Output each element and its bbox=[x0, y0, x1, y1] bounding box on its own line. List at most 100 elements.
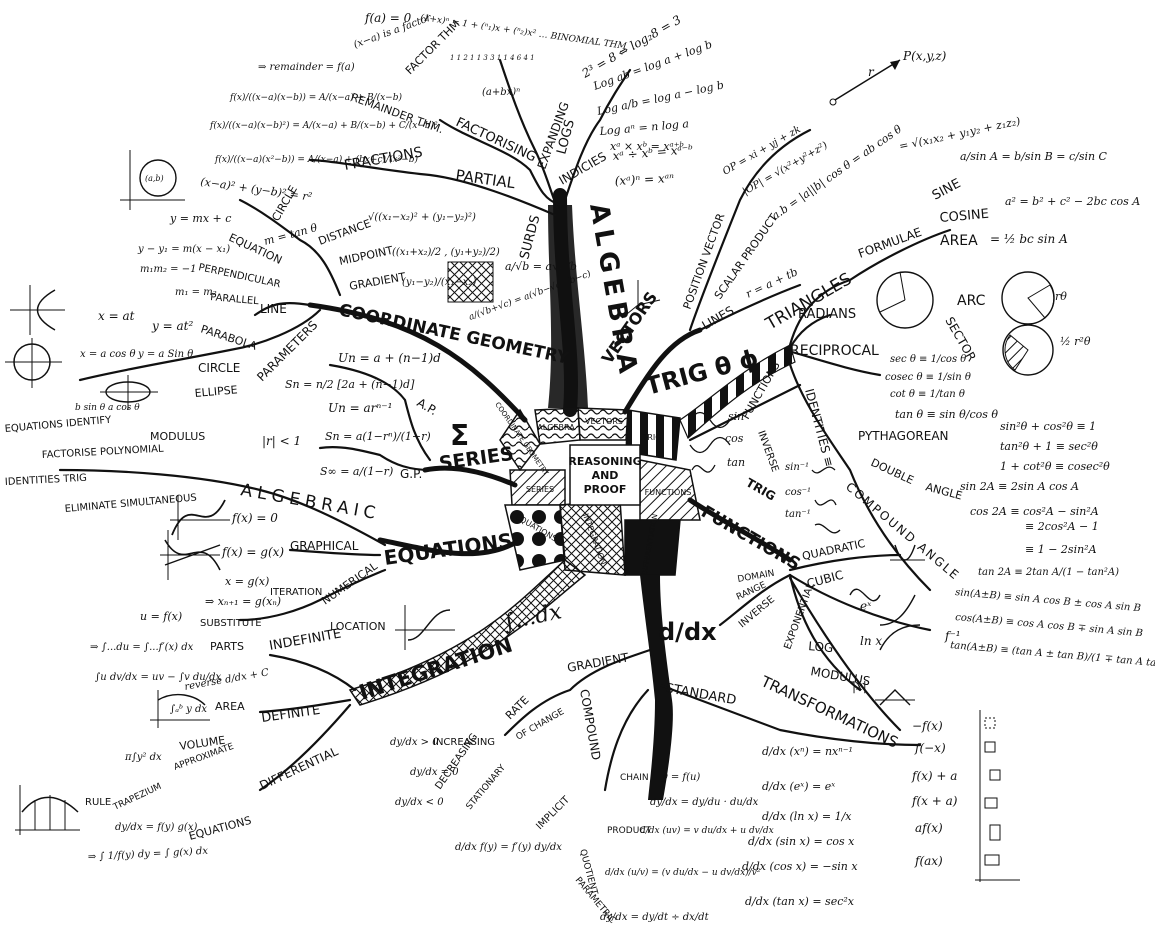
product-formula: d/dx (uv) = v du/dx + u dv/dx bbox=[640, 825, 774, 836]
graphical-label: GRAPHICAL bbox=[290, 539, 359, 553]
standard-label: STANDARD bbox=[664, 681, 737, 708]
piece-label-functions: FUNCTIONS bbox=[645, 488, 692, 497]
pythagorean-label: PYTHAGOREAN bbox=[858, 429, 949, 443]
parallel-rule: m₁ = m₂ bbox=[175, 287, 217, 298]
transformations-label: TRANSFORMATIONS bbox=[757, 672, 901, 752]
id-formula-1: tan θ ≡ sin θ/cos θ bbox=[895, 408, 998, 421]
piece-label-series: SERIES bbox=[526, 485, 554, 494]
parabola-sketch bbox=[10, 285, 65, 335]
log-law-3: Log aⁿ = n log a bbox=[598, 117, 689, 138]
da-formula-2: cos 2A ≡ cos²A − sin²A bbox=[970, 505, 1099, 518]
cos-label: cos bbox=[725, 432, 744, 445]
definite-label: DEFINITE bbox=[260, 703, 321, 726]
gp-formula-1: Un = arⁿ⁻¹ bbox=[328, 401, 392, 415]
inverse-trig-label: INVERSE bbox=[755, 429, 780, 473]
arc-formula: rθ bbox=[1055, 290, 1067, 303]
tr-6: f(ax) bbox=[914, 854, 943, 868]
std-formula-6: d/dx (tan x) = sec²x bbox=[745, 895, 855, 908]
std-formula-4: d/dx (sin x) = cos x bbox=[748, 835, 855, 848]
pf-formula-2: f(x)/((x−a)(x−b)²) = A/(x−a) + B/(x−b) +… bbox=[209, 120, 438, 131]
differentiation-title: d/dx bbox=[658, 618, 717, 646]
param-circle-sketch bbox=[5, 338, 62, 388]
centre-top: REASONING bbox=[568, 455, 641, 468]
area-rule: = ½ bc sin A bbox=[990, 232, 1068, 246]
factorising-label: FACTORISING bbox=[453, 115, 538, 165]
tr-4: f(x + a) bbox=[911, 794, 958, 808]
pascal-triangle: 1 1 2 1 1 3 3 1 1 4 6 4 1 bbox=[450, 54, 535, 62]
arc-circle-sketch bbox=[1001, 271, 1055, 325]
parabola-label: PARABOLA bbox=[199, 322, 259, 352]
piece-coordinate-geometry bbox=[499, 408, 541, 472]
point-label: P(x,y,z) bbox=[902, 49, 947, 63]
ellipse-sketch bbox=[100, 375, 158, 410]
location-sketch bbox=[395, 605, 455, 650]
std-formula-5: d/dx (cos x) = −sin x bbox=[742, 860, 858, 873]
circle-x: x = a cos θ bbox=[80, 349, 135, 360]
cosine-label: COSINE bbox=[939, 207, 989, 226]
identify-label: EQUATIONS IDENTIFY bbox=[4, 415, 112, 435]
increasing-label: INCREASING bbox=[433, 737, 495, 748]
increasing-cond: dy/dx > 0 bbox=[390, 737, 439, 748]
area-formula: ∫ₐᵇ y dx bbox=[170, 704, 207, 715]
identities-label: IDENTITIES TRIG bbox=[5, 473, 88, 488]
parabola-x: x = at bbox=[98, 309, 135, 323]
position-vector-sketch: P(x,y,z) r bbox=[829, 49, 947, 106]
area-label: AREA bbox=[215, 700, 245, 713]
gp-formula-3: S∞ = a/(1−r) bbox=[320, 465, 393, 478]
gp-condition: |r| < 1 bbox=[262, 434, 301, 448]
double-label: DOUBLE bbox=[869, 456, 916, 487]
distance-formula: √((x₁−x₂)² + (y₁−y₂)²) bbox=[368, 212, 476, 223]
midpoint-label: MIDPOINT bbox=[338, 244, 394, 268]
py-formula-3: 1 + cot²θ ≡ cosec²θ bbox=[1000, 460, 1110, 473]
tr-2: f(−x) bbox=[914, 741, 946, 755]
of-change-label: OF CHANGE bbox=[515, 707, 567, 743]
piece-label-algebra: ALGEBRA bbox=[537, 423, 575, 432]
indefinite-label: INDEFINITE bbox=[268, 627, 342, 654]
trig-functions-trig-label: TRIG bbox=[744, 475, 778, 503]
lines-label: LINES bbox=[700, 303, 737, 332]
axes-3d-icon bbox=[621, 280, 661, 319]
m-tan-theta: m = tan θ bbox=[262, 221, 319, 248]
volume-formula: π∫y² dx bbox=[124, 752, 162, 763]
tr-3: f(x) + a bbox=[911, 769, 957, 783]
parametric-formula: dy/dx = dy/dt ÷ dx/dt bbox=[600, 912, 710, 923]
gradient-label: GRADIENT bbox=[348, 270, 407, 293]
differential-label: DIFFERENTIAL bbox=[257, 744, 340, 793]
midpoint-formula: ((x₁+x₂)/2 , (y₁+y₂)/2) bbox=[392, 247, 500, 258]
surd-formula-1: a/√b = a√b/b bbox=[505, 260, 577, 273]
reasoning-proof-box bbox=[569, 444, 641, 506]
main-trunks bbox=[307, 188, 796, 800]
std-formula-1: d/dx (xⁿ) = nxⁿ⁻¹ bbox=[762, 745, 853, 758]
chain-eq: y = f(u) bbox=[661, 772, 700, 783]
binomial-general: (a+bx)ⁿ bbox=[482, 87, 520, 98]
param-circle-label: CIRCLE bbox=[198, 361, 240, 375]
cosine-rule: a² = b² + c² − 2bc cos A bbox=[1005, 195, 1140, 208]
numerical-label: NUMERICAL bbox=[319, 559, 380, 607]
circle-eq: (x−a)² + (y−b)² = r² bbox=[200, 175, 313, 204]
ap-label: A.P. bbox=[415, 395, 440, 418]
point-r: r bbox=[868, 65, 875, 79]
cos-inv-label: cos⁻¹ bbox=[785, 487, 811, 498]
centre-mid: AND bbox=[592, 469, 619, 482]
py-formula-2: tan²θ + 1 ≡ sec²θ bbox=[1000, 440, 1098, 453]
piece-label-trig: TRIG bbox=[641, 433, 661, 442]
graphical-sketch-1 bbox=[170, 495, 230, 540]
exp-graph-label: eˣ bbox=[860, 599, 872, 613]
std-formula-2: d/dx (eˣ) = eˣ bbox=[762, 780, 835, 793]
trig-graphs bbox=[689, 411, 841, 534]
implicit-formula: d/dx f(y) = f′(y) dy/dx bbox=[455, 842, 562, 853]
radians-label: RADIANS bbox=[798, 307, 856, 322]
substitute-label: SUBSTITUTE bbox=[200, 618, 262, 629]
rate-label: RATE bbox=[503, 693, 532, 722]
line-eq-1: y = mx + c bbox=[169, 212, 231, 225]
parallel-label: PARALLEL bbox=[210, 292, 260, 307]
pf-formula-1: f(x)/((x−a)(x−b)) = A/(x−a) + B/(x−b) bbox=[229, 92, 402, 103]
central-jigsaw: REASONING AND PROOF ALGEBRA VECTORS TRIG… bbox=[493, 401, 701, 576]
angle-label: ANGLE bbox=[924, 480, 963, 502]
centre-bottom: PROOF bbox=[584, 483, 627, 496]
log-law-4: xᵃ × xᵇ = xᵃ⁺ᵇ bbox=[610, 140, 684, 153]
ellipse-label: ELLIPSE bbox=[194, 383, 238, 400]
volume-label: VOLUME bbox=[179, 734, 226, 753]
line-label: LINE bbox=[260, 302, 287, 316]
